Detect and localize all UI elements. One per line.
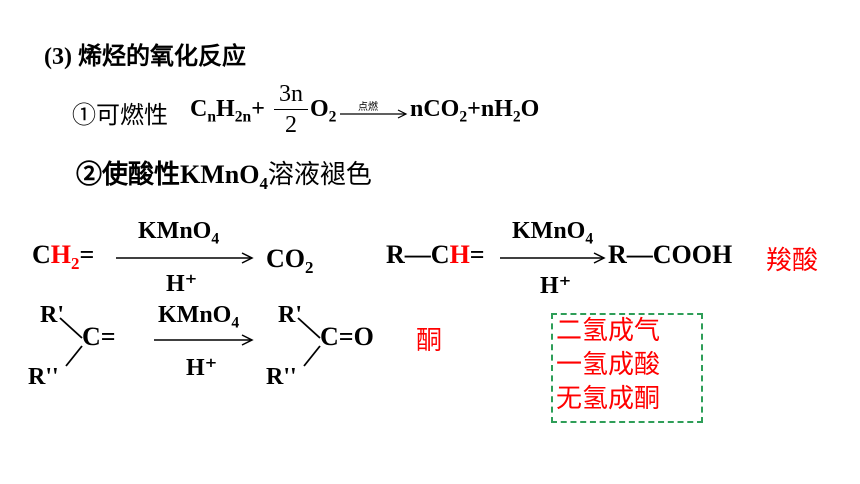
- kmno4-suffix: 溶液褪色: [267, 160, 372, 189]
- summary-line-1: 二氢成气: [556, 316, 661, 345]
- r2-double-bond: =: [469, 240, 485, 269]
- r1-h: H: [50, 240, 72, 269]
- r1-h-sub: 2: [71, 253, 80, 273]
- r3-arrow: [154, 334, 254, 346]
- r3-product-co: C=O: [320, 322, 374, 351]
- r2-product: R—COOH: [608, 240, 733, 269]
- r3-condition: H⁺: [186, 355, 218, 381]
- r2-reactant: R—CH=: [386, 240, 485, 270]
- formula-sub-n: n: [207, 108, 217, 126]
- r3-product-bonds: [297, 317, 321, 367]
- product-sub: 2: [459, 108, 468, 126]
- r1-reagent: KMnO4: [138, 218, 220, 248]
- kmno4-line: ②使酸性KMnO4溶液褪色: [76, 154, 372, 193]
- kmno4-sub: 4: [259, 173, 268, 193]
- formula-sub-2n: 2n: [234, 108, 252, 126]
- r1-reagent-sub: 4: [211, 230, 220, 248]
- kmno4-prefix: ②使酸性KMnO: [76, 160, 260, 189]
- product-sub2: 2: [512, 108, 521, 126]
- r1-reactant: CH2=: [32, 240, 95, 273]
- r2-rc: R—C: [386, 240, 450, 269]
- r1-condition: H⁺: [166, 271, 198, 297]
- summary-line-3: 无氢成酮: [556, 384, 661, 413]
- formula-c: C: [190, 96, 208, 122]
- r3-product-name: 酮: [416, 326, 443, 355]
- summary-box: [551, 313, 703, 423]
- ignite-label: 点燃: [358, 102, 378, 113]
- r1-c: C: [32, 240, 51, 269]
- r3-bonds: [59, 317, 83, 367]
- r2-reagent-sub: 4: [585, 230, 594, 248]
- r1-product: CO2: [266, 244, 314, 277]
- r3-p-r2: R'': [266, 364, 297, 390]
- formula-h: H: [216, 96, 235, 122]
- r3-reagent-sub: 4: [231, 314, 240, 332]
- summary-line-2: 一氢成酸: [556, 350, 661, 379]
- product-nco: nCO: [410, 96, 460, 122]
- r1-double-bond: =: [79, 240, 95, 269]
- r3-reagent-text: KMnO: [158, 302, 232, 328]
- oxygen-sub: 2: [328, 108, 337, 126]
- coefficient-fraction: 3n 2: [274, 80, 308, 139]
- r1-product-sub: 2: [305, 257, 314, 277]
- r2-h: H: [449, 240, 470, 269]
- r2-arrow: [500, 252, 606, 264]
- combustion-label: ①可燃性: [72, 103, 168, 129]
- section-heading: (3) 烯烃的氧化反应: [44, 36, 246, 71]
- oxygen-formula: O2: [310, 96, 337, 126]
- oxygen-o: O: [310, 96, 329, 122]
- fraction-numerator: 3n: [279, 81, 303, 107]
- product-nh: +nH: [467, 96, 513, 122]
- r1-reagent-text: KMnO: [138, 218, 212, 244]
- combustion-arrow: [340, 109, 408, 119]
- r1-arrow: [116, 252, 254, 264]
- combustion-reactant: CnH2n+: [190, 96, 265, 126]
- r2-reagent-text: KMnO: [512, 218, 586, 244]
- r3-p-r1: R': [278, 302, 302, 328]
- section-heading-text: (3) 烯烃的氧化反应: [44, 44, 246, 70]
- combustion-line: ①可燃性: [72, 95, 168, 130]
- combustion-product: nCO2+nH2O: [410, 96, 540, 126]
- r3-r2: R'': [28, 364, 59, 390]
- r3-reagent: KMnO4: [158, 302, 240, 332]
- r3-r1: R': [40, 302, 64, 328]
- fraction-bar: [274, 109, 308, 110]
- r1-product-text: CO: [266, 244, 305, 273]
- plus-sign: +: [251, 96, 265, 122]
- r3-c-double: C=: [82, 322, 116, 351]
- r2-condition: H⁺: [540, 273, 572, 299]
- r2-reagent: KMnO4: [512, 218, 594, 248]
- r2-product-name: 羧酸: [766, 246, 819, 275]
- product-o: O: [520, 96, 540, 122]
- fraction-denominator: 2: [285, 112, 297, 138]
